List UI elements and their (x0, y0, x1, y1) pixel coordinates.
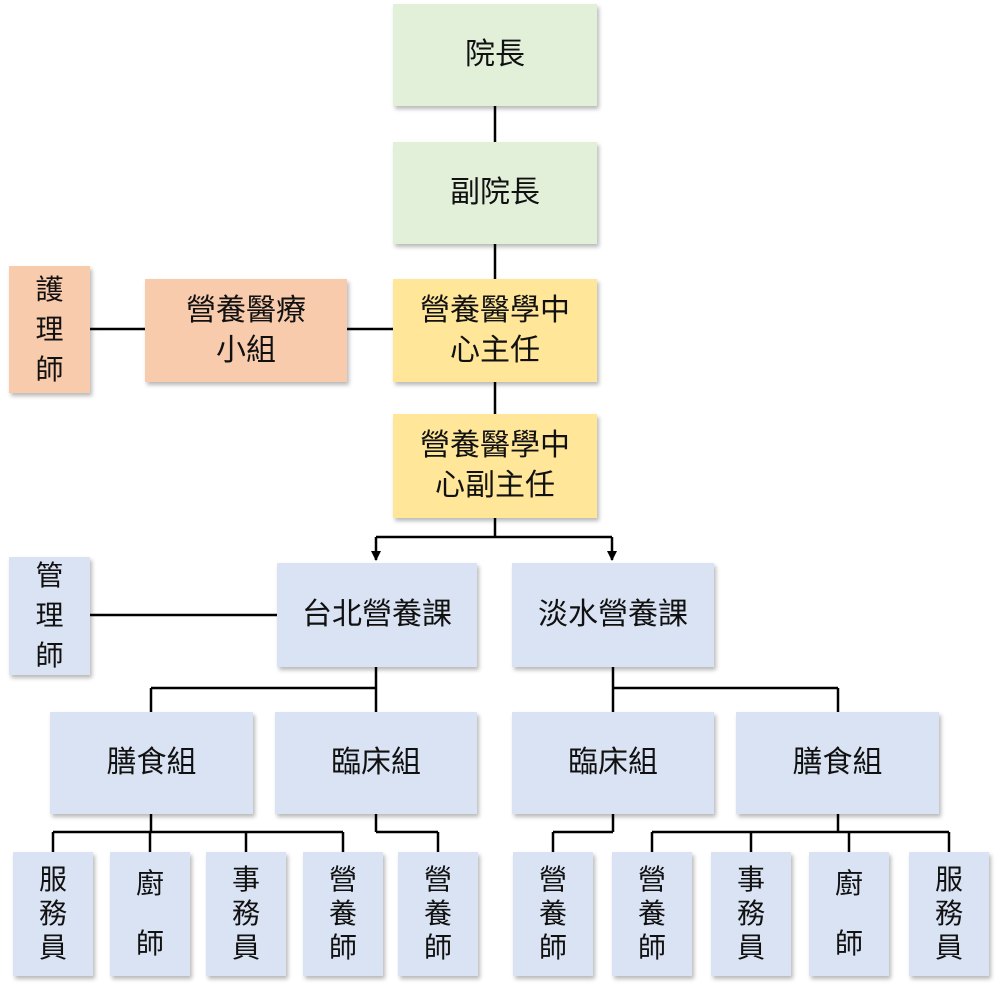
staff-box: 事務員 (711, 852, 791, 976)
staff-label: 服務員 (38, 863, 67, 964)
medical-team-label: 營養醫療小組 (186, 292, 306, 368)
taipei-meal-group-box: 膳食組 (50, 712, 253, 814)
tamsui-clinical-group-box: 臨床組 (512, 712, 714, 814)
staff-label: 營養師 (637, 863, 666, 964)
staff-label: 營養師 (538, 863, 567, 964)
staff-label: 服務員 (934, 863, 963, 964)
nurse-box: 護理師 (9, 266, 90, 393)
staff-box: 服務員 (909, 852, 989, 976)
nurse-label: 護理師 (35, 272, 64, 386)
tamsui-meal-group-box: 膳食組 (736, 712, 939, 814)
taipei-section-box: 台北營養課 (277, 563, 477, 667)
staff-box: 營養師 (303, 852, 383, 976)
staff-label: 事務員 (736, 863, 765, 964)
staff-box: 事務員 (206, 852, 286, 976)
tamsui-section-box: 淡水營養課 (512, 563, 714, 667)
medical-team-box: 營養醫療小組 (145, 279, 347, 382)
center-vice-director-label: 營養醫學中心副主任 (420, 428, 570, 503)
staff-box: 營養師 (398, 852, 478, 976)
staff-box: 廚師 (809, 852, 889, 976)
staff-label: 廚師 (135, 867, 164, 960)
center-director-label: 營養醫學中心主任 (420, 292, 570, 368)
staff-label: 廚師 (834, 867, 863, 960)
center-vice-director-box: 營養醫學中心副主任 (393, 414, 597, 518)
manager-label: 管理師 (35, 559, 64, 672)
staff-box: 廚師 (110, 852, 190, 976)
taipei-clinical-group-box: 臨床組 (275, 712, 477, 814)
director-box: 院長 (393, 4, 597, 106)
center-director-box: 營養醫學中心主任 (393, 279, 597, 382)
staff-label: 營養師 (328, 863, 357, 964)
staff-label: 事務員 (231, 863, 260, 964)
staff-box: 營養師 (513, 852, 593, 976)
staff-box: 營養師 (612, 852, 692, 976)
vice-director-box: 副院長 (393, 142, 597, 244)
manager-box: 管理師 (9, 557, 90, 675)
staff-label: 營養師 (423, 863, 452, 964)
staff-box: 服務員 (13, 852, 93, 976)
